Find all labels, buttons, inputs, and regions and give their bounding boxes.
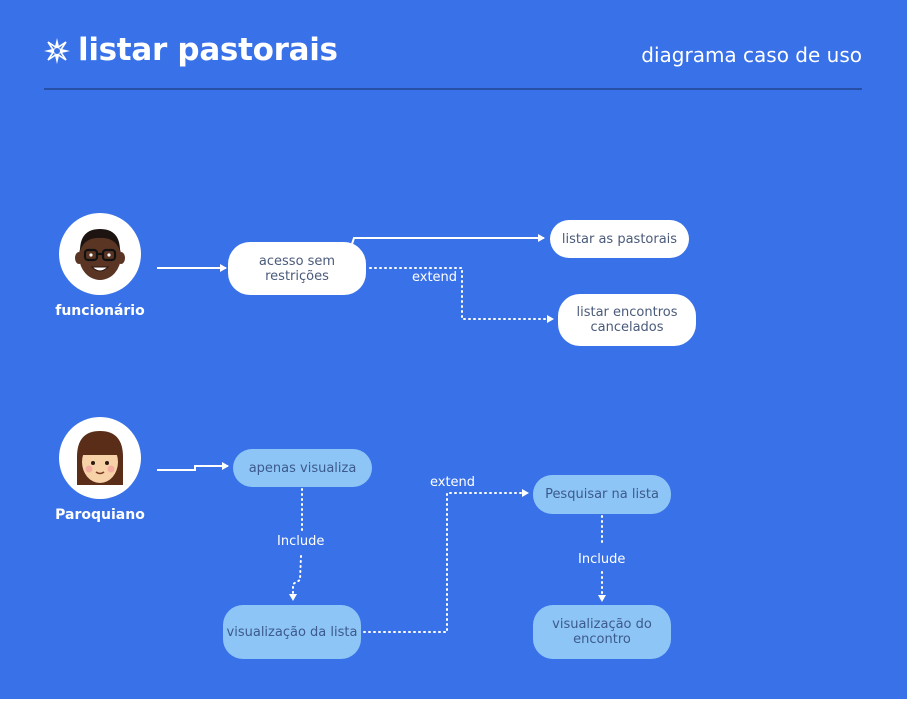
header: listar pastorais diagrama caso de uso [44,30,862,80]
footer-divider [0,699,907,702]
man-with-glasses-icon [75,229,125,280]
avatar [59,213,141,295]
edge-paroquiano-apenas-visualiza [157,462,229,471]
actor-label: funcionário [55,303,145,319]
use-case-visualizacao-da-lista[interactable]: visualização da lista [223,605,361,659]
edge-acesso-listar-encontros [369,267,554,323]
use-case-apenas-visualiza[interactable]: apenas visualiza [233,449,372,487]
page-subtitle: diagrama caso de uso [641,43,862,67]
relation-label-include: Include [277,534,325,549]
relation-label-extend: extend [430,475,476,490]
edge-acesso-listar-pastorais [351,234,545,245]
page-title: listar pastorais [78,32,338,68]
woman-icon [77,431,123,485]
use-case-visualizacao-do-encontro[interactable]: visualização do encontro [533,605,671,659]
compass-star-icon [44,38,70,64]
use-case-listar-as-pastorais[interactable]: listar as pastorais [550,220,689,258]
avatar [59,417,141,499]
edge-visualizacao-lista-pesquisar [363,489,529,633]
use-case-acesso-sem-restricoes[interactable]: acesso sem restrições [228,242,366,295]
relation-label-include: Include [578,552,626,567]
use-case-pesquisar-na-lista[interactable]: Pesquisar na lista [533,475,671,514]
relation-label-extend: extend [412,270,458,285]
use-case-listar-encontros-cancelados[interactable]: listar encontros cancelados [558,294,696,346]
actor-label: Paroquiano [55,507,145,523]
edge-apenas-visualizacao-lista-lower [289,555,302,601]
header-divider [44,88,862,90]
